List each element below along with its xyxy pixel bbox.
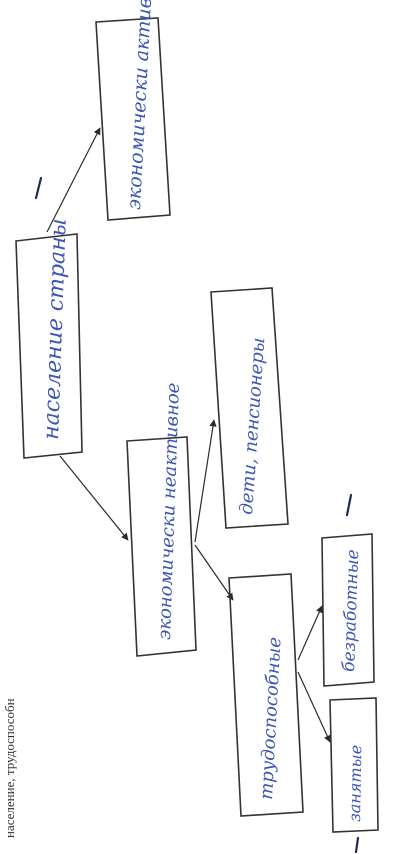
label-active: экономически активные [123,0,158,210]
box-inactive [126,436,197,657]
box-children-pensioners [210,287,289,529]
arrow-root-to-inactive [59,455,129,541]
label-children-pensioners: дети, пенсионеры [236,337,269,516]
check-mark-middle [345,493,353,517]
label-employable: трудоспособные [256,637,285,801]
label-root: население страны [39,218,72,440]
arrow-employable-to-employed [297,671,331,743]
label-inactive: экономически неактивное [154,382,184,640]
box-unemployed [321,533,375,687]
arrow-root-to-active [46,127,101,233]
check-mark-bottom [354,836,360,854]
label-unemployed: безработные [339,549,363,672]
header-text: население, трудоспособн [2,698,17,838]
box-root [15,233,83,459]
check-mark-top [34,176,43,200]
box-employable [228,573,304,817]
box-active [95,17,171,221]
label-employed: занятые [345,745,365,822]
arrow-inactive-to-employable [194,544,234,601]
box-employed [329,697,379,833]
arrow-inactive-to-children [194,419,217,543]
arrow-employable-to-unemployed [297,605,323,661]
